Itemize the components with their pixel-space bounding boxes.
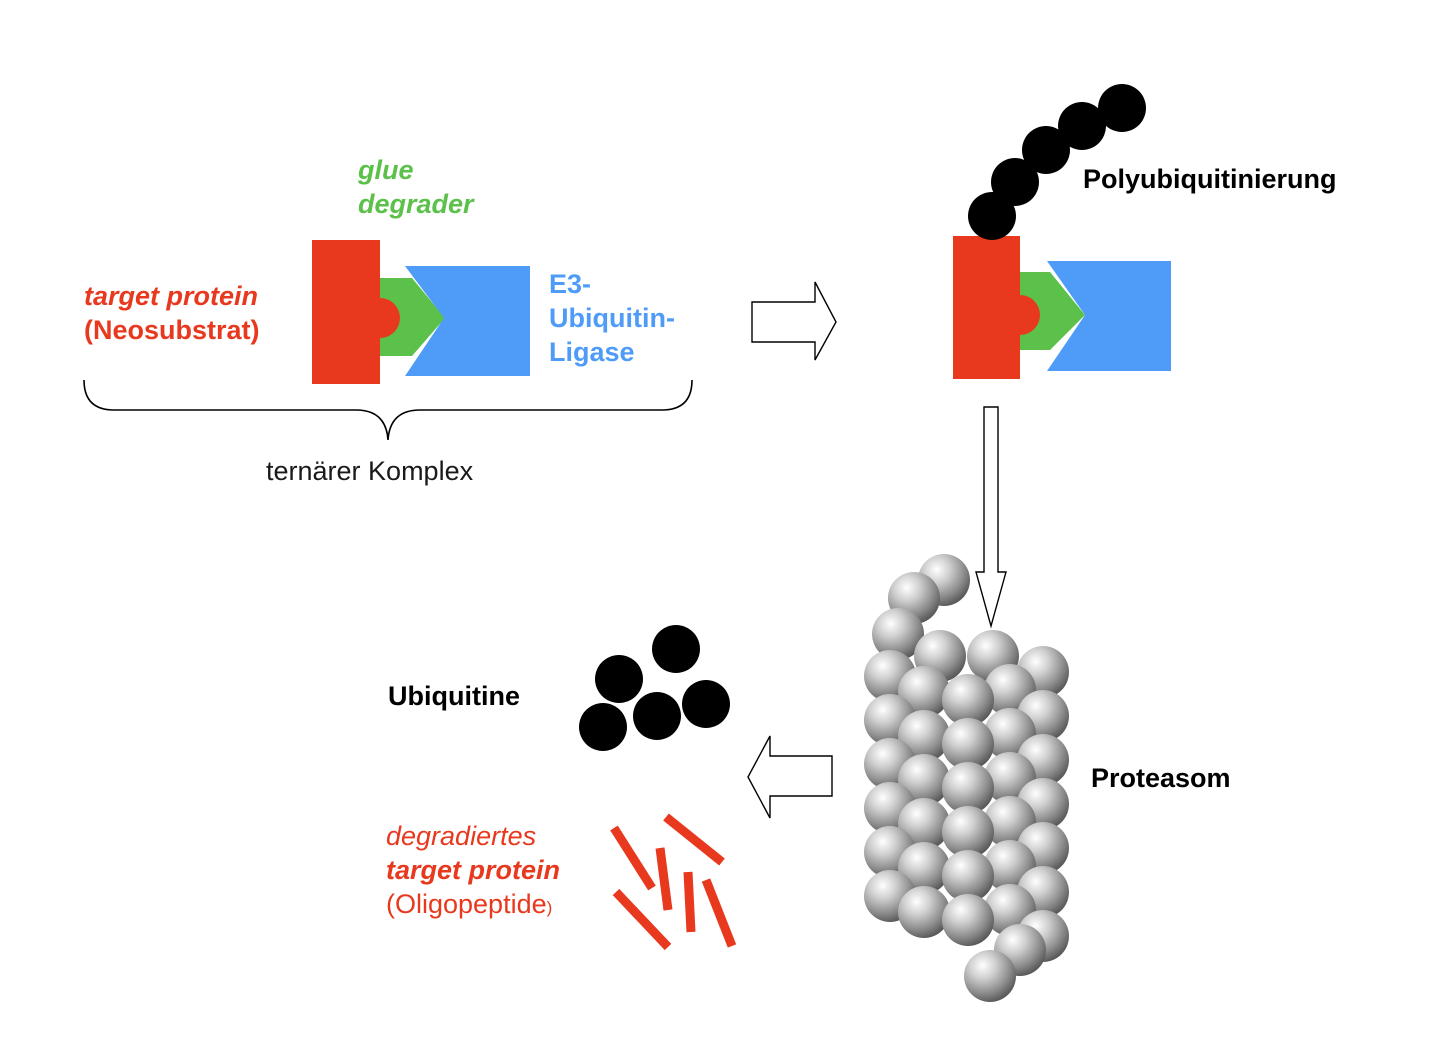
e3-ligase-shape (405, 266, 530, 376)
ubiquitin (633, 692, 681, 740)
target-protein-shape-2 (953, 236, 1040, 379)
ubiquitin-bead (991, 158, 1039, 206)
proteasome-subunit (942, 674, 994, 726)
proteasome-subunit (942, 806, 994, 858)
ternary-complex (83, 240, 693, 441)
free-ubiquitins (579, 625, 730, 751)
ligase-label-line1: E3- (549, 269, 592, 299)
ubiquitin-bead (1058, 102, 1106, 150)
degraded-label-line3-paren: ) (546, 897, 553, 917)
oligopeptide (655, 847, 673, 911)
target-label-line1: target protein (84, 281, 259, 311)
proteasome-subunit (898, 886, 950, 938)
arrow-down (975, 406, 1007, 629)
oligopeptide (612, 888, 672, 951)
glue-degrader-shape (380, 278, 445, 356)
oligopeptide (701, 878, 737, 948)
oligopeptides (610, 813, 737, 951)
target-protein-shape (312, 240, 400, 384)
glue-label-line1: glue (358, 155, 414, 185)
ubiquitin (579, 703, 627, 751)
ubiquitin (595, 655, 643, 703)
ubiquitin-bead (968, 192, 1016, 240)
oligopeptide (610, 825, 656, 891)
e3-ligase-label: E3- Ubiquitin- Ligase (549, 268, 675, 369)
ligase-label-line2: Ubiquitin- (549, 302, 675, 333)
oligopeptide (663, 813, 725, 866)
proteasome-subunit (872, 608, 924, 660)
ternary-complex-label: ternärer Komplex (266, 456, 474, 486)
polyubiquitinated-complex (953, 84, 1171, 379)
polyubiquitination-label: Polyubiquitinierung (1083, 164, 1337, 194)
proteasome-label: Proteasom (1091, 763, 1231, 793)
proteasome-subunit (942, 718, 994, 770)
glue-label-line2: degrader (358, 188, 474, 219)
e3-ligase-shape-2 (1047, 261, 1171, 371)
ubiquitin-bead (1022, 126, 1070, 174)
degraded-label-line1: degradiertes (386, 821, 537, 851)
arrow-right (751, 281, 837, 361)
proteasome (864, 554, 1069, 1002)
glue-degrader-label: glue degrader (358, 154, 474, 222)
target-label-line2: (Neosubstrat) (84, 314, 260, 345)
degraded-label-line3-text: (Oligopeptide (386, 888, 547, 919)
proteasome-subunit (942, 850, 994, 902)
degraded-label-line2: target protein (386, 854, 561, 885)
degraded-label-line3: (Oligopeptide) (386, 888, 560, 922)
ubiquitin (682, 680, 730, 728)
arrow-left (747, 735, 833, 819)
proteasome-subunit (964, 950, 1016, 1002)
proteasome-subunit (942, 894, 994, 946)
proteasome-subunit (942, 762, 994, 814)
target-protein-label: target protein (Neosubstrat) (84, 280, 260, 348)
ubiquitin-chain (968, 84, 1146, 240)
ternary-complex-brace (83, 379, 693, 441)
ligase-label-line3: Ligase (549, 336, 635, 367)
oligopeptide (683, 871, 696, 933)
ubiquitins-label: Ubiquitine (388, 681, 520, 711)
ubiquitin-bead (1098, 84, 1146, 132)
glue-degrader-shape-2 (1020, 272, 1085, 350)
degraded-target-label: degradiertes target protein (Oligopeptid… (386, 820, 560, 921)
ubiquitin (652, 625, 700, 673)
